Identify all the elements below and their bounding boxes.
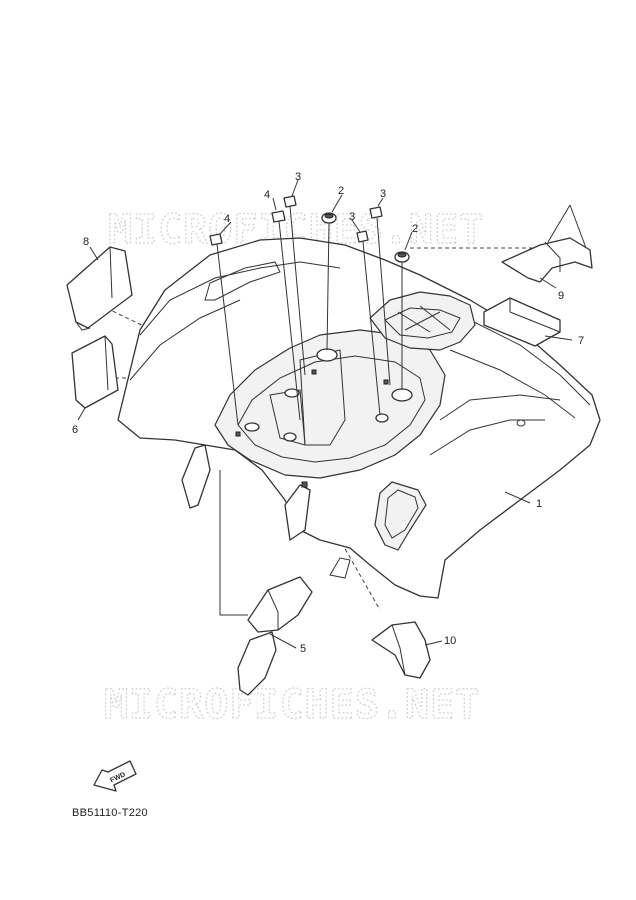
watermark-bottom: MICROFICHES.NET [104, 682, 480, 728]
rear-fender-body [117, 237, 601, 599]
callout-9: 9 [558, 290, 564, 302]
callout-5: 5 [300, 643, 306, 655]
bolt-3-right-icon [369, 206, 391, 386]
callout-4b: 4 [224, 213, 230, 225]
callout-2a: 2 [338, 185, 344, 197]
grommet-2-icon [321, 212, 337, 351]
grommet-2-right-icon [394, 251, 410, 390]
bolt-4-left-icon [209, 233, 239, 426]
bolt-3-icon [283, 195, 306, 376]
callout-2b: 2 [412, 223, 418, 235]
callout-3c: 3 [349, 211, 355, 223]
mud-flap-7 [483, 297, 573, 347]
bolt-4-icon [271, 210, 301, 421]
callout-3a: 3 [295, 171, 301, 183]
bolt-3-middle-icon [356, 230, 381, 416]
fwd-arrow-icon: FWD [93, 760, 137, 792]
diagram-code: BB51110-T220 [72, 807, 148, 819]
callout-8: 8 [83, 236, 89, 248]
panel-8 [66, 246, 133, 331]
leader-lines [77, 179, 587, 504]
mud-guard-9 [501, 237, 593, 289]
callout-6: 6 [72, 424, 78, 436]
callout-4a: 4 [264, 189, 270, 201]
bracket-line-5 [219, 470, 248, 616]
callout-7: 7 [578, 335, 584, 347]
guard-10 [371, 621, 443, 679]
callout-3b: 3 [380, 188, 386, 200]
panel-6 [71, 335, 119, 409]
callout-10: 10 [444, 635, 456, 647]
splash-guard-5 [237, 576, 313, 696]
callout-1: 1 [536, 498, 542, 510]
fasteners [209, 195, 410, 426]
